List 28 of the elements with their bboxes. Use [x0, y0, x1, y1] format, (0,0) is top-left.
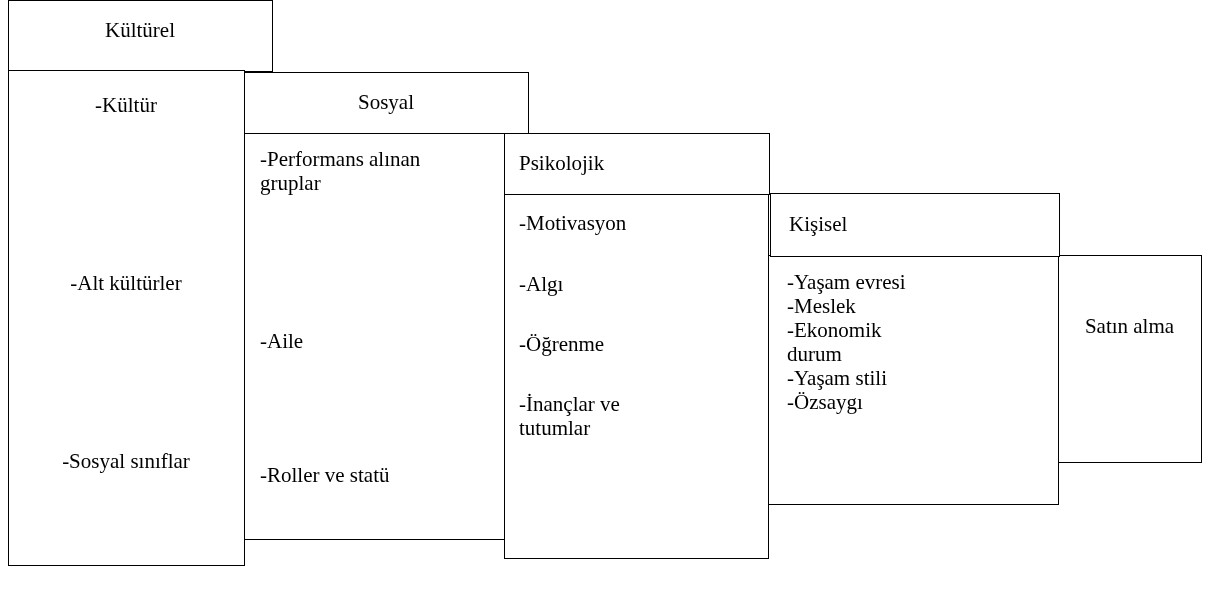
- item-text: -Öğrenme: [519, 332, 606, 356]
- item-text: -Yaşam stili: [787, 366, 888, 390]
- column-box: [504, 193, 769, 559]
- item-text: -Performans alınan gruplar: [260, 147, 422, 195]
- header-box: [504, 133, 770, 195]
- heading-text: Kişisel: [789, 212, 849, 236]
- item-text: -Alt kültürler: [69, 271, 183, 295]
- item-text: -Aile: [260, 329, 305, 353]
- item-text: -Meslek: [787, 294, 857, 318]
- item-text: -Motivasyon: [519, 211, 628, 235]
- item-text: -Roller ve statü: [260, 463, 391, 487]
- item-text: -Özsaygı: [787, 390, 864, 414]
- item-text: -Yaşam evresi: [787, 270, 907, 294]
- column-box: [768, 255, 1059, 505]
- header-box: [8, 0, 273, 72]
- heading-text: Kültürel: [104, 18, 176, 42]
- item-text: -İnançlar ve tutumlar: [519, 392, 621, 440]
- heading-text: Psikolojik: [519, 151, 606, 175]
- item-text: -Algı: [519, 272, 565, 296]
- column-box: [1058, 255, 1202, 463]
- item-text: -Kültür: [94, 93, 158, 117]
- heading-text: Sosyal: [357, 90, 415, 114]
- item-text: Satın alma: [1083, 314, 1176, 338]
- header-box: [244, 72, 529, 134]
- header-box: [770, 193, 1060, 257]
- item-text: -Sosyal sınıflar: [61, 449, 191, 473]
- item-text: -Ekonomik durum: [787, 318, 883, 366]
- column-box: [8, 70, 245, 566]
